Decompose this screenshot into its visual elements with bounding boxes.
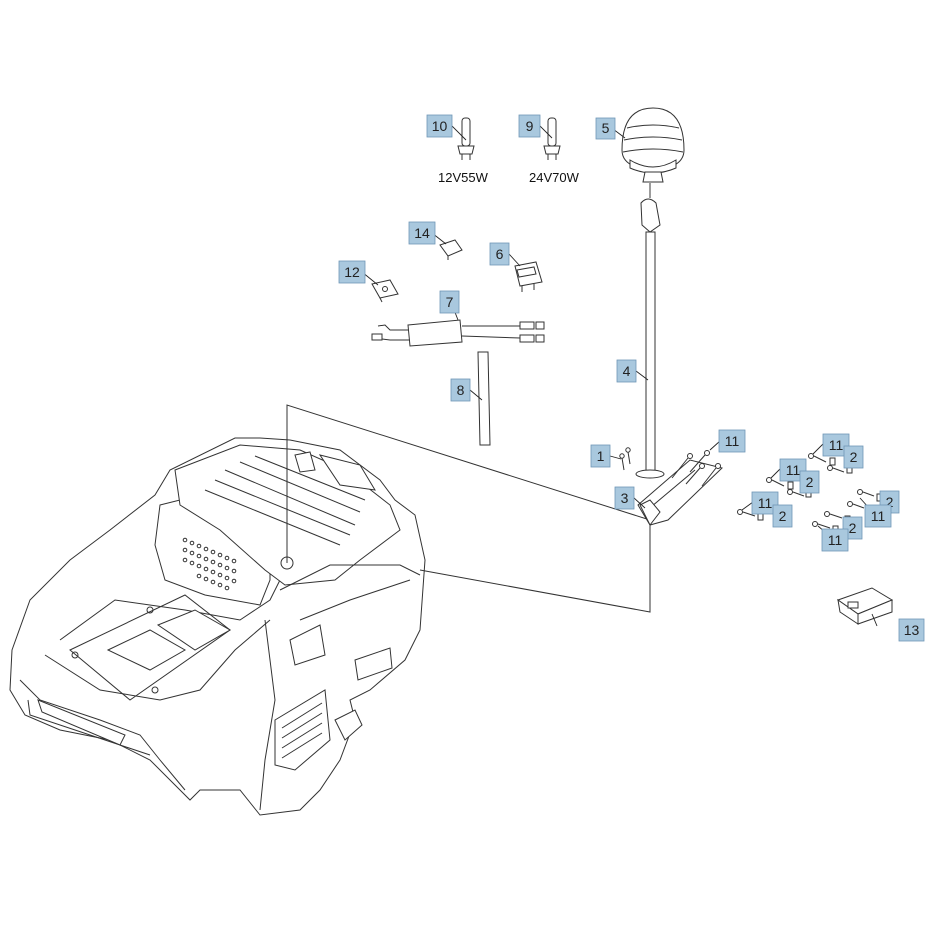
screws-11-bracket	[671, 450, 721, 487]
svg-text:9: 9	[526, 118, 534, 134]
svg-text:10: 10	[432, 118, 448, 134]
svg-text:11: 11	[829, 437, 844, 453]
callout-11b: 11	[822, 433, 850, 457]
beacon-lamp	[621, 107, 685, 183]
cover-14	[439, 239, 463, 260]
callout-2d: 2	[772, 504, 793, 528]
callout-12: 12	[338, 260, 366, 284]
svg-text:14: 14	[414, 225, 430, 241]
svg-text:1: 1	[597, 448, 605, 464]
svg-text:5: 5	[602, 120, 610, 136]
svg-text:8: 8	[457, 382, 465, 398]
machine-housing	[9, 437, 426, 816]
callout-4: 4	[616, 359, 637, 383]
svg-text:11: 11	[828, 532, 843, 548]
callout-2c: 2	[799, 470, 820, 494]
bulb-24v-label: 24V70W	[529, 170, 580, 185]
callout-10: 10	[426, 114, 453, 138]
svg-text:11: 11	[871, 508, 886, 524]
svg-text:2: 2	[850, 449, 858, 465]
callout-5: 5	[595, 117, 616, 140]
bulb-24v	[543, 117, 561, 160]
callout-9: 9	[518, 114, 541, 138]
callout-13: 13	[898, 618, 925, 642]
callout-11d: 11	[751, 491, 779, 515]
svg-text:11: 11	[758, 495, 773, 511]
svg-text:7: 7	[446, 294, 454, 310]
vent-holes	[182, 537, 237, 591]
callout-3: 3	[614, 486, 635, 510]
strip-8	[477, 351, 491, 446]
beacon-pole	[635, 198, 665, 479]
module-13	[836, 587, 894, 625]
callout-11a: 11	[718, 429, 746, 453]
callout-11c: 11	[779, 458, 807, 482]
svg-text:2: 2	[886, 494, 894, 510]
callout-7: 7	[439, 290, 460, 314]
svg-text:2: 2	[849, 520, 857, 536]
svg-text:3: 3	[621, 490, 629, 506]
svg-text:2: 2	[779, 508, 787, 524]
svg-text:11: 11	[786, 462, 801, 478]
svg-text:13: 13	[904, 622, 920, 638]
switch-6	[514, 261, 543, 292]
callout-8: 8	[450, 378, 471, 402]
callout-1: 1	[590, 444, 611, 468]
svg-text:4: 4	[623, 363, 631, 379]
screws-1	[619, 447, 631, 471]
callout-11f: 11	[821, 528, 849, 552]
svg-text:12: 12	[344, 264, 360, 280]
callout-2b: 2	[843, 445, 864, 469]
callout-14: 14	[408, 221, 436, 245]
bulb-12v	[457, 117, 475, 160]
svg-text:2: 2	[806, 474, 814, 490]
svg-text:6: 6	[496, 246, 504, 262]
callout-6: 6	[489, 242, 510, 266]
mount-bracket	[637, 459, 723, 526]
svg-text:11: 11	[725, 433, 740, 449]
bulb-12v-label: 12V55W	[438, 170, 489, 185]
callout-11e: 11	[864, 504, 892, 528]
clip-12	[371, 279, 399, 303]
harness-7	[371, 319, 545, 347]
